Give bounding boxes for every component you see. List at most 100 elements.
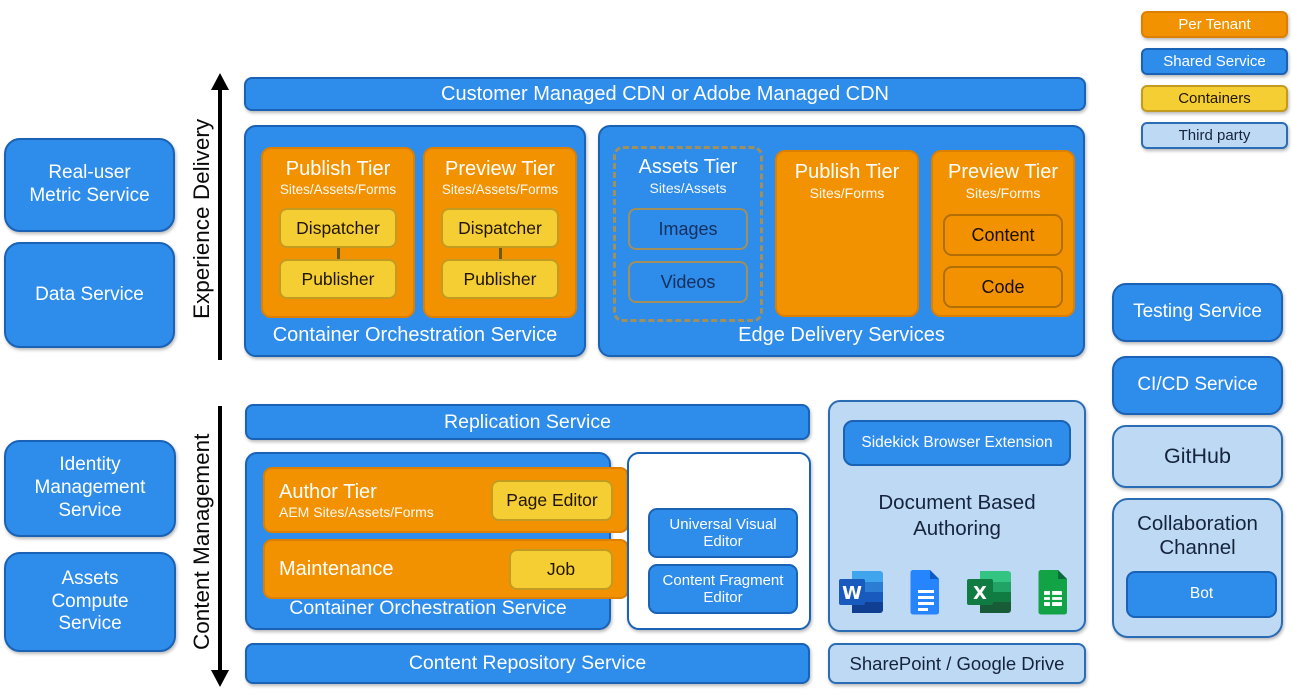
- bar-label: Replication Service: [444, 410, 611, 433]
- service-label: Real-user Metric Service: [29, 162, 150, 206]
- maintenance-tier: Maintenance Job: [263, 539, 629, 599]
- legend-item-per-tenant: Per Tenant: [1141, 11, 1288, 38]
- chip-label: Job: [546, 558, 576, 579]
- tier-title: Assets Tier: [638, 156, 738, 178]
- svg-text:W: W: [842, 583, 862, 604]
- legend-label: Per Tenant: [1178, 16, 1251, 33]
- author-tier: Author Tier AEM Sites/Assets/Forms Page …: [263, 467, 629, 533]
- preview-tier: Preview Tier Sites/Assets/Forms Dispatch…: [423, 147, 577, 318]
- up-arrow-icon: [211, 73, 229, 90]
- tier-subtitle: Sites/Assets/Forms: [279, 182, 397, 197]
- service-label: Testing Service: [1133, 301, 1262, 323]
- chip-label: Code: [981, 276, 1025, 297]
- chip-label: Dispatcher: [458, 217, 542, 238]
- word-icon: W: [839, 571, 883, 613]
- tier-subtitle: Sites/Forms: [965, 185, 1041, 201]
- tier-title: Preview Tier: [947, 161, 1059, 183]
- doc-authoring-title: Document Based Authoring: [878, 491, 1036, 540]
- tier-title: Preview Tier: [444, 158, 556, 180]
- content-chip: Content: [943, 214, 1063, 256]
- chip-label: Page Editor: [506, 489, 598, 510]
- tier-subtitle: Sites/Forms: [809, 185, 885, 201]
- button-label: Bot: [1189, 585, 1214, 603]
- testing-service-box: Testing Service: [1112, 283, 1283, 342]
- cdn-bar-label: Customer Managed CDN or Adobe Managed CD…: [441, 82, 889, 105]
- down-arrow-icon: [211, 670, 229, 687]
- tier-title: Author Tier: [279, 480, 377, 503]
- edge-preview-tier: Preview Tier Sites/Forms Content Code: [931, 150, 1075, 317]
- page-editor-chip: Page Editor: [491, 479, 613, 521]
- content-management-arrow: [218, 406, 222, 671]
- edge-publish-tier: Publish Tier Sites/Forms: [775, 150, 919, 317]
- publish-tier: Publish Tier Sites/Assets/Forms Dispatch…: [261, 147, 415, 318]
- legend-label: Containers: [1178, 90, 1251, 107]
- service-label: Identity Management Service: [34, 454, 146, 521]
- chip-label: Content: [971, 224, 1035, 245]
- publisher-chip: Publisher: [279, 259, 397, 299]
- content-management-axis-label: Content Management: [189, 433, 214, 651]
- sharepoint-google-drive-bar: SharePoint / Google Drive: [828, 643, 1086, 684]
- real-user-metric-service-box: Real-user Metric Service: [4, 138, 175, 232]
- collaboration-channel-box: Collaboration Channel Bot: [1112, 498, 1283, 638]
- assets-tier: Assets Tier Sites/Assets Images Videos: [613, 146, 763, 322]
- chip-label: Images: [658, 218, 718, 239]
- service-label: Collaboration Channel: [1137, 512, 1258, 560]
- excel-icon: X: [967, 571, 1011, 613]
- legend-item-shared-service: Shared Service: [1141, 48, 1288, 75]
- bar-label: Content Repository Service: [408, 652, 647, 674]
- tier-title: Publish Tier: [285, 158, 391, 180]
- tier-subtitle: Sites/Assets/Forms: [441, 182, 559, 197]
- tier-title: Publish Tier: [794, 161, 900, 183]
- service-label: GitHub: [1164, 443, 1231, 468]
- connector-line: [336, 248, 340, 259]
- section-label: Edge Delivery Services: [738, 324, 945, 346]
- container-orchestration-service-bottom: Author Tier AEM Sites/Assets/Forms Page …: [245, 452, 629, 630]
- google-docs-icon: [910, 570, 939, 615]
- service-label: CI/CD Service: [1137, 374, 1258, 396]
- images-chip: Images: [628, 208, 748, 250]
- doc-icons-row: W X: [830, 568, 1084, 616]
- chip-label: Videos: [660, 271, 716, 292]
- editors-panel: Universal Visual Editor Content Fragment…: [627, 452, 811, 630]
- replication-service-bar: Replication Service: [245, 404, 810, 440]
- service-label: Assets Compute Service: [51, 567, 129, 635]
- legend-label: Shared Service: [1163, 53, 1266, 70]
- code-chip: Code: [943, 266, 1063, 308]
- chip-label: Publisher: [463, 268, 537, 289]
- experience-delivery-axis-label: Experience Delivery: [189, 118, 214, 320]
- author-tier-text: Author Tier AEM Sites/Assets/Forms: [279, 481, 434, 520]
- connector-line: [498, 248, 502, 259]
- tier-subtitle: AEM Sites/Assets/Forms: [279, 503, 434, 520]
- videos-chip: Videos: [628, 261, 748, 303]
- data-service-box: Data Service: [4, 242, 175, 348]
- section-label: Container Orchestration Service: [289, 597, 567, 619]
- job-chip: Job: [509, 548, 613, 590]
- bot-button: Bot: [1126, 571, 1277, 618]
- cdn-bar: Customer Managed CDN or Adobe Managed CD…: [244, 77, 1086, 111]
- github-box: GitHub: [1112, 425, 1283, 488]
- chip-label: Dispatcher: [296, 217, 380, 238]
- section-label: Container Orchestration Service: [272, 324, 558, 346]
- tier-subtitle: Sites/Assets: [649, 180, 727, 196]
- assets-compute-service-box: Assets Compute Service: [4, 552, 176, 652]
- container-orchestration-service-top: Publish Tier Sites/Assets/Forms Dispatch…: [244, 125, 586, 357]
- google-sheets-icon: [1038, 570, 1067, 615]
- edge-delivery-services: Assets Tier Sites/Assets Images Videos P…: [598, 125, 1085, 357]
- publisher-chip: Publisher: [441, 259, 559, 299]
- experience-delivery-arrow: [218, 89, 222, 360]
- dispatcher-chip: Dispatcher: [441, 208, 559, 248]
- svg-text:X: X: [973, 583, 987, 604]
- cicd-service-box: CI/CD Service: [1112, 356, 1283, 415]
- bar-label: SharePoint / Google Drive: [849, 652, 1065, 674]
- universal-visual-editor-button: Universal Visual Editor: [648, 508, 798, 558]
- service-label: Data Service: [35, 283, 144, 305]
- content-repository-service-bar: Content Repository Service: [245, 643, 810, 684]
- chip-label: Publisher: [301, 268, 375, 289]
- legend-item-containers: Containers: [1141, 85, 1288, 112]
- sidekick-browser-extension-button: Sidekick Browser Extension: [843, 420, 1071, 466]
- content-fragment-editor-button: Content Fragment Editor: [648, 564, 798, 614]
- tier-title: Maintenance: [279, 557, 394, 580]
- button-label: Content Fragment Editor: [662, 571, 784, 606]
- button-label: Universal Visual Editor: [669, 515, 777, 550]
